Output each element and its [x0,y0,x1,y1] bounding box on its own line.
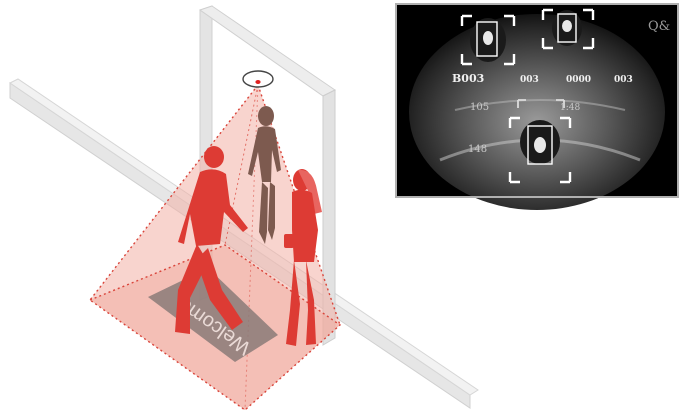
thermal-camera-view: Q& B003 003 0000 003 105 1:48 148 [396,4,678,210]
ceiling-sensor [243,71,273,87]
thermal-label-2: 003 [520,75,539,85]
thermal-label-6: 1:48 [560,103,580,113]
thermal-label-4: 003 [614,75,633,85]
thermal-label-1: B003 [452,72,484,85]
thermal-label-5: 105 [470,102,489,113]
thermal-label-7: 148 [468,144,487,155]
thermal-label-3: 0000 [566,75,591,85]
counter-label: Q& [648,19,670,34]
